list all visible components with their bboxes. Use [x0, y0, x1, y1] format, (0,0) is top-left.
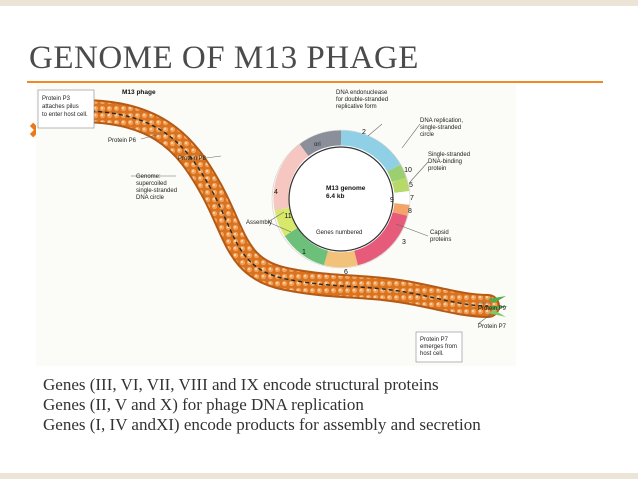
endonuclease-label-line1: DNA endonuclease	[336, 90, 388, 96]
ssb-label-line2: DNA-binding	[428, 159, 462, 165]
genome-center-label: M13 genome	[326, 185, 366, 192]
ssb-label-line3: protein	[428, 166, 446, 172]
genome-label-line2: supercoiled	[136, 181, 167, 187]
assembly-label: Assembly	[246, 220, 272, 226]
p3-note-line1: attaches pilus	[42, 104, 79, 110]
genome-label-line4: DNA circle	[136, 195, 165, 201]
p3-note-line2: to enter host cell.	[42, 112, 88, 118]
ori-label: ori	[314, 142, 321, 148]
figure-background	[36, 84, 516, 366]
gene-number: 2	[362, 129, 366, 136]
p7-note-line2: emerges from	[420, 344, 457, 350]
p7-callout-box	[415, 331, 463, 363]
caption-line: Genes (III, VI, VII, VIII and IX encode …	[43, 375, 439, 394]
genome-label-line3: single-stranded	[136, 188, 177, 194]
gene-number: 3	[402, 239, 406, 246]
p7-note-line3: host cell.	[420, 351, 444, 357]
p8-label: Protein P8	[178, 156, 207, 162]
p7-note-line1: Protein P7	[420, 337, 449, 343]
m13-phage-label: M13 phage	[122, 89, 156, 96]
p7-label: Protein P7	[478, 324, 507, 330]
ssb-label-line1: Single-stranded	[428, 152, 470, 158]
replication-label-line2: single-stranded	[420, 125, 461, 131]
caption-line: Genes (I, IV andXI) encode products for …	[43, 415, 481, 434]
p3-callout-box	[37, 89, 95, 129]
p3-label: Protein P3	[42, 96, 71, 102]
bottom-border	[0, 473, 638, 479]
top-border	[0, 0, 638, 6]
leader-lines	[131, 123, 492, 325]
capsid-label-line1: Capsid	[430, 230, 449, 236]
protein-p7-p9-tip	[488, 296, 508, 317]
m13-genome-map	[271, 129, 411, 269]
caption-block: Genes (III, VI, VII, VIII and IX encode …	[43, 375, 481, 435]
m13-phage-figure: 2 10 5 7 9 8 3 6 1 11 4 ori M13 genome 6…	[36, 84, 516, 366]
phage-dna-strand	[55, 110, 489, 307]
gene-number: 1	[302, 249, 306, 256]
genome-label-line1: Genome:	[136, 174, 161, 180]
endonuclease-label-line2: for double-stranded	[336, 97, 388, 103]
gene-number: 9	[390, 197, 394, 204]
genome-size-label: 6.4 kb	[326, 193, 344, 200]
gene-number: 7	[410, 195, 414, 202]
gene-number: 4	[274, 189, 278, 196]
endonuclease-label-line3: replicative form	[336, 104, 377, 110]
p9-label: Protein P9	[478, 306, 507, 312]
replication-label-line3: circle	[420, 132, 435, 138]
caption-line: Genes (II, V and X) for phage DNA replic…	[43, 395, 364, 414]
slide-title: GENOME OF M13 PHAGE	[29, 40, 419, 76]
gene-number: 10	[404, 167, 412, 174]
title-underline	[27, 81, 603, 83]
gene-number: 8	[408, 208, 412, 215]
p6-label: Protein P6	[108, 138, 137, 144]
gene-number: 5	[409, 182, 413, 189]
genes-numbered-label: Genes numbered	[316, 230, 362, 236]
gene-number: 6	[344, 269, 348, 276]
gene-number: 11	[284, 213, 291, 220]
replication-label-line1: DNA replication,	[420, 118, 463, 124]
capsid-label-line2: proteins	[430, 237, 451, 243]
